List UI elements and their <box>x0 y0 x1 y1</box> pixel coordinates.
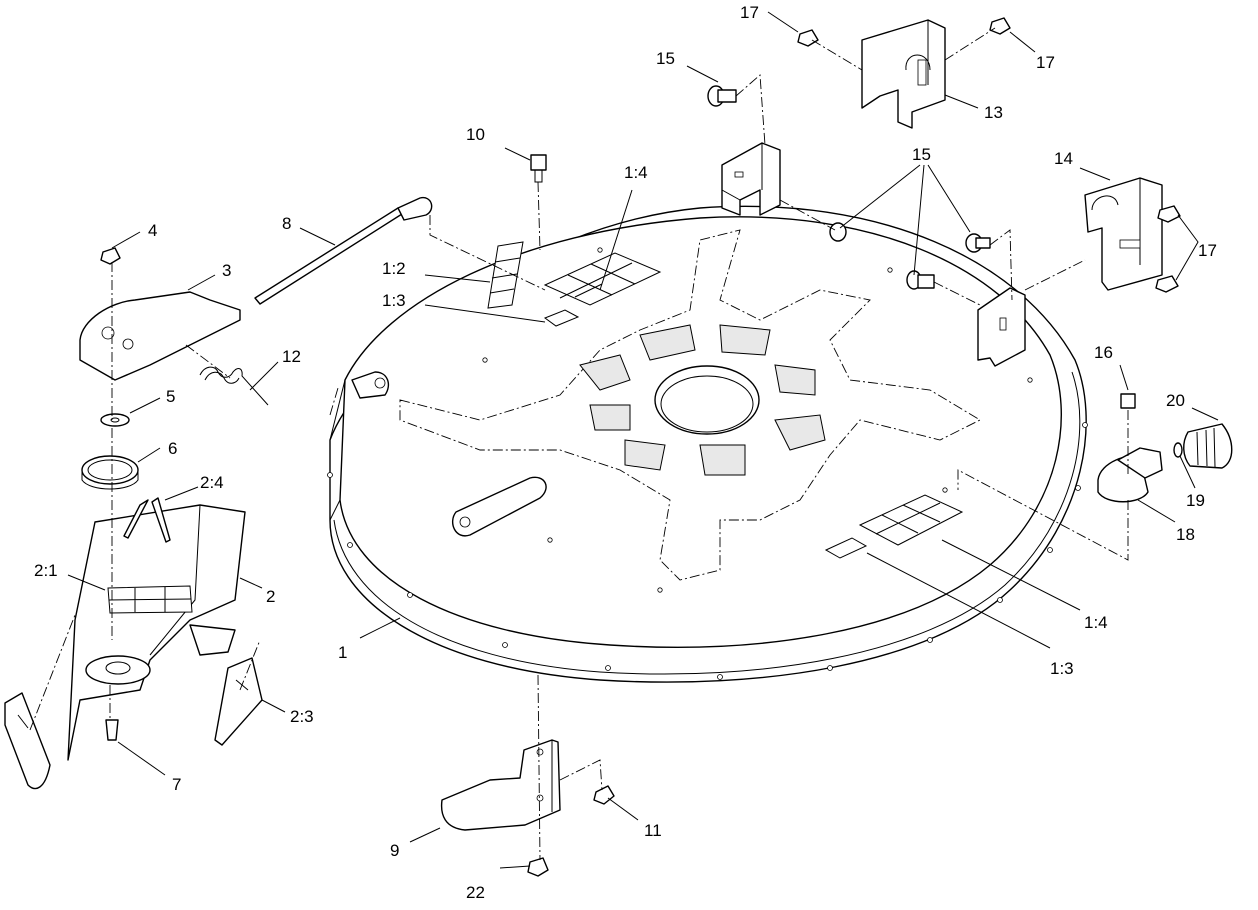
screws-2-4 <box>123 497 171 543</box>
callout-15-mid: 15 <box>912 145 931 164</box>
bracket-13 <box>861 19 946 129</box>
fitting-19 <box>1173 442 1183 458</box>
assembly-lines <box>29 27 1129 861</box>
callout-14: 14 <box>1054 149 1073 168</box>
decal-1-2 <box>487 241 524 309</box>
callout-labels: 1 2 2:1 2:3 2:4 3 4 5 6 7 8 9 10 11 12 1… <box>34 3 1217 902</box>
carriage-bolt-15-top <box>707 85 737 107</box>
nut-4 <box>100 247 121 265</box>
callout-2-1: 2:1 <box>34 561 58 580</box>
decal-1-3-top <box>543 309 580 327</box>
decal-1-3-right <box>824 537 868 559</box>
bolt-16 <box>1120 393 1136 409</box>
callout-1-4-top: 1:4 <box>624 163 648 182</box>
callout-13: 13 <box>984 103 1003 122</box>
callout-1-2: 1:2 <box>382 259 406 278</box>
callout-17-left: 17 <box>740 3 759 22</box>
callout-2: 2 <box>266 587 275 606</box>
callout-1-3-right: 1:3 <box>1050 659 1074 678</box>
spring-12 <box>199 366 269 406</box>
callout-16: 16 <box>1094 343 1113 362</box>
nut-22 <box>527 857 549 877</box>
rod-8 <box>254 196 433 305</box>
baffle-9 <box>440 739 561 831</box>
callout-1-4-right: 1:4 <box>1084 613 1108 632</box>
washer-5 <box>100 413 130 427</box>
callout-11: 11 <box>644 821 662 840</box>
decal-1-4-top <box>543 252 662 306</box>
bolt-7 <box>105 719 119 741</box>
callout-1: 1 <box>338 643 347 662</box>
nut-17-set <box>797 17 1181 293</box>
elbow-18 <box>1097 447 1163 503</box>
wear-pad-2-3-left <box>4 692 51 790</box>
callout-3: 3 <box>222 261 231 280</box>
callout-6: 6 <box>168 439 177 458</box>
bushing-6 <box>81 455 139 490</box>
callout-2-3: 2:3 <box>290 707 314 726</box>
callout-15-top: 15 <box>656 49 675 68</box>
callout-17-right: 17 <box>1036 53 1055 72</box>
leader-lines <box>67 11 1219 869</box>
callout-2-4: 2:4 <box>200 473 224 492</box>
callout-7: 7 <box>172 775 181 794</box>
bracket-14 <box>1084 177 1163 291</box>
callout-4: 4 <box>148 221 157 240</box>
knob-20 <box>1183 423 1233 469</box>
callout-17-lower: 17 <box>1198 241 1217 260</box>
callout-12: 12 <box>282 347 301 366</box>
bracket-on-deck-upper <box>721 142 781 216</box>
callout-10: 10 <box>466 125 485 144</box>
nut-11 <box>593 785 615 805</box>
arm-3 <box>79 291 241 381</box>
bracket-on-deck-right <box>977 287 1026 367</box>
callout-19: 19 <box>1186 491 1205 510</box>
callout-9: 9 <box>390 841 399 860</box>
callout-8: 8 <box>282 214 291 233</box>
callout-18: 18 <box>1176 525 1195 544</box>
deck-housing <box>327 205 1088 683</box>
wear-pad-2-3-right <box>214 657 263 746</box>
bolt-10 <box>530 154 547 183</box>
callout-22: 22 <box>466 883 485 902</box>
callout-5: 5 <box>166 387 175 406</box>
callout-1-3-top: 1:3 <box>382 291 406 310</box>
decal-2-1 <box>107 585 193 614</box>
decal-1-4-right <box>858 494 964 546</box>
callout-20: 20 <box>1166 391 1185 410</box>
